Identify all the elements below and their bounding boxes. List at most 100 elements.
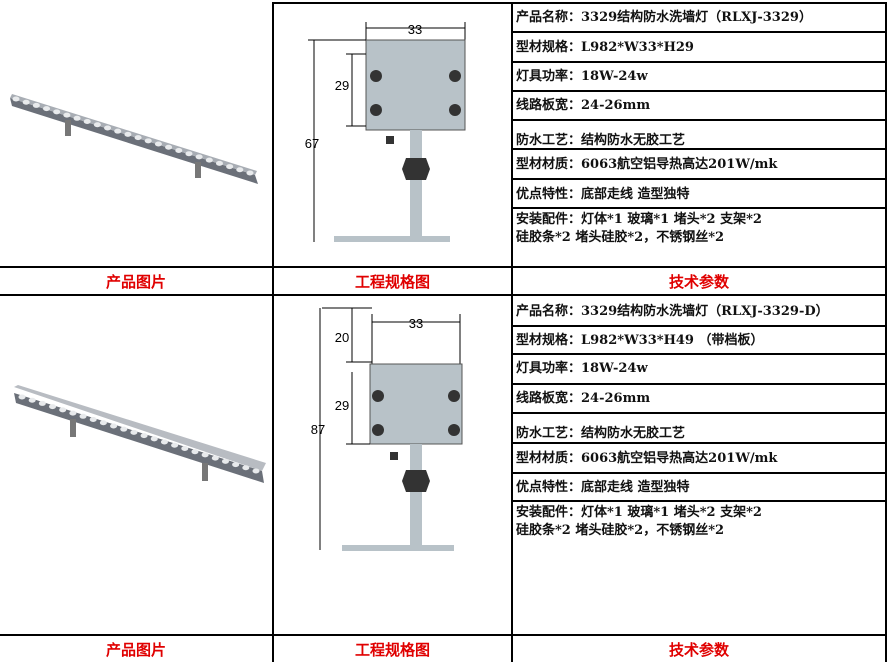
led-dot (144, 138, 152, 144)
spec-accessories: 安装配件：灯体*1 玻璃*1 堵头*2 支架*2 (516, 212, 762, 227)
dim-height: 29 (335, 78, 349, 93)
spec-waterproof: 防水工艺：结构防水无胶工艺 (516, 133, 686, 148)
divider (0, 294, 887, 296)
spec-features: 优点特性：底部走线 造型独特 (516, 187, 690, 202)
led-dot (205, 157, 213, 163)
led-dot (93, 122, 101, 128)
led-dot (252, 468, 260, 474)
spec-material: 型材材质：6063航空铝导热高达201W/mk (516, 451, 778, 466)
divider (511, 472, 887, 474)
led-dot (59, 407, 67, 413)
led-dot (110, 423, 118, 429)
led-dot (120, 426, 128, 432)
product-image-led-bar-with-shield (14, 385, 266, 483)
led-dot (69, 410, 77, 416)
image-caption: 产品图片 (105, 273, 166, 291)
led-dot (89, 417, 97, 423)
dim-width: 33 (408, 22, 422, 37)
spec-features: 优点特性：底部走线 造型独特 (516, 480, 690, 495)
led-dot (201, 452, 209, 458)
spec-power: 灯具功率：18W-24w (516, 69, 648, 84)
specs-caption: 技术参数 (668, 273, 729, 291)
divider (511, 207, 887, 209)
spec-waterproof: 防水工艺：结构防水无胶工艺 (516, 426, 686, 441)
divider (272, 2, 887, 4)
divider (511, 412, 887, 414)
led-dot (22, 99, 30, 105)
led-dot (130, 429, 138, 435)
divider (885, 2, 887, 662)
spec-power: 灯具功率：18W-24w (516, 361, 648, 376)
spec-accessories: 安装配件：灯体*1 玻璃*1 堵头*2 支架*2 (516, 505, 762, 520)
led-dot (246, 170, 254, 176)
led-dot (114, 128, 122, 134)
divider (511, 61, 887, 63)
spec-accessories-2: 硅胶条*2 堵头硅胶*2，不锈钢丝*2 (516, 230, 725, 245)
led-dot (160, 439, 168, 445)
drawing-caption: 工程规格图 (354, 641, 430, 659)
led-dot (185, 151, 193, 157)
divider (0, 266, 887, 268)
led-dot (165, 144, 173, 150)
divider (511, 31, 887, 33)
led-dot (195, 154, 203, 160)
spec-pcb-width: 线路板宽：24-26mm (516, 391, 651, 406)
led-dot (226, 164, 234, 170)
led-dot (150, 436, 158, 442)
divider (0, 634, 887, 636)
led-dot (171, 442, 179, 448)
divider (511, 178, 887, 180)
engineering-drawing: 33 20 29 87 (311, 307, 463, 551)
divider (511, 442, 887, 444)
divider (511, 90, 887, 92)
engineering-drawing: 33 29 67 (305, 22, 466, 242)
dim-total: 87 (311, 422, 325, 437)
led-dot (134, 135, 142, 141)
led-dot (73, 115, 81, 121)
divider (511, 383, 887, 385)
spec-material: 型材材质：6063航空铝导热高达201W/mk (516, 157, 778, 172)
led-dot (104, 125, 112, 131)
led-dot (43, 106, 51, 112)
divider (511, 500, 887, 502)
led-dot (83, 119, 91, 125)
led-dot (28, 397, 36, 403)
led-dot (154, 141, 162, 147)
dim-width: 33 (409, 316, 423, 331)
divider (511, 353, 887, 355)
spec-accessories-2: 硅胶条*2 堵头硅胶*2，不锈钢丝*2 (516, 523, 725, 538)
led-dot (211, 455, 219, 461)
led-dot (124, 131, 132, 137)
image-caption: 产品图片 (105, 641, 166, 659)
dim-height: 29 (335, 398, 349, 413)
divider (511, 148, 887, 150)
led-dot (175, 147, 183, 153)
divider (511, 119, 887, 121)
led-dot (221, 458, 229, 464)
spec-name: 产品名称：3329结构防水洗墙灯（RLXJ-3329） (516, 10, 812, 25)
led-dot (236, 167, 244, 173)
spec-profile: 型材规格：L982*W33*H49 （带档板） (516, 333, 764, 348)
specs-caption: 技术参数 (668, 641, 729, 659)
led-dot (99, 420, 107, 426)
led-dot (215, 160, 223, 166)
led-dot (18, 394, 26, 400)
led-dot (191, 449, 199, 455)
spec-pcb-width: 线路板宽：24-26mm (516, 98, 651, 113)
divider (272, 2, 274, 662)
spec-profile: 型材规格：L982*W33*H29 (516, 40, 694, 55)
drawing-caption: 工程规格图 (354, 273, 430, 291)
dim-total: 67 (305, 136, 319, 151)
led-dot (12, 96, 20, 102)
divider (511, 2, 513, 662)
led-dot (140, 433, 148, 439)
spec-name: 产品名称：3329结构防水洗墙灯（RLXJ-3329-D） (516, 304, 829, 319)
dim-shield-height: 20 (335, 330, 349, 345)
led-dot (232, 462, 240, 468)
led-dot (49, 404, 57, 410)
led-dot (32, 102, 40, 108)
divider (511, 325, 887, 327)
product-image-led-bar (10, 94, 258, 184)
led-dot (242, 465, 250, 471)
